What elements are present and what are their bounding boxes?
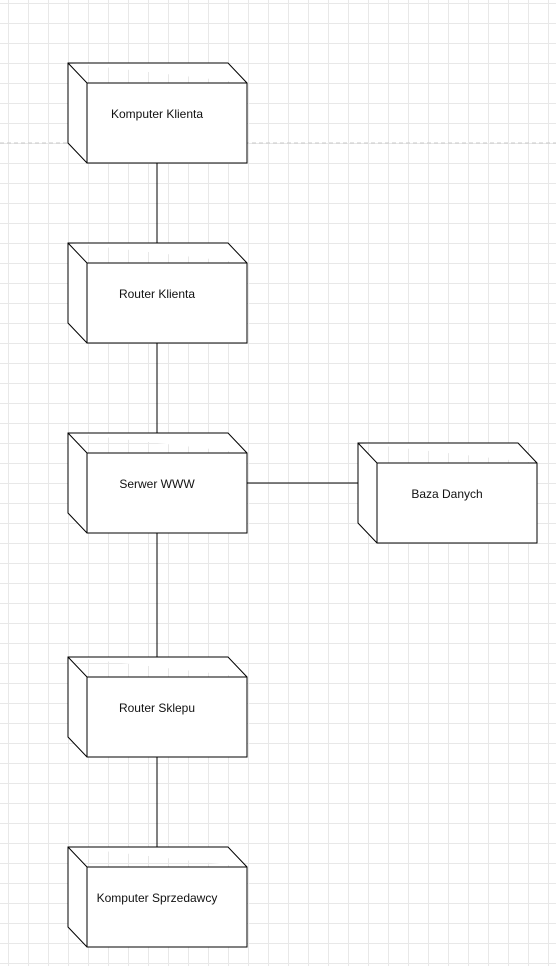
node-serwer-www[interactable]: Serwer WWW [67, 432, 248, 534]
node-3d-box [357, 442, 538, 544]
node-3d-box [67, 846, 248, 948]
connectors [156, 163, 358, 847]
node-router-sklepu[interactable]: Router Sklepu [67, 656, 248, 758]
node-baza-danych[interactable]: Baza Danych [357, 442, 538, 544]
node-router-klienta[interactable]: Router Klienta [67, 242, 248, 344]
node-komputer-klienta[interactable]: Komputer Klienta [67, 62, 248, 164]
node-label: Router Klienta [119, 287, 195, 301]
node-label: Komputer Sprzedawcy [97, 891, 218, 905]
node-3d-box [67, 242, 248, 344]
node-label: Serwer WWW [119, 477, 195, 491]
node-3d-box [67, 432, 248, 534]
node-label: Baza Danych [411, 487, 482, 501]
node-3d-box [67, 656, 248, 758]
node-label: Router Sklepu [119, 701, 195, 715]
node-3d-box [67, 62, 248, 164]
node-label: Komputer Klienta [111, 107, 203, 121]
node-komputer-sprzedawcy[interactable]: Komputer Sprzedawcy [67, 846, 248, 948]
